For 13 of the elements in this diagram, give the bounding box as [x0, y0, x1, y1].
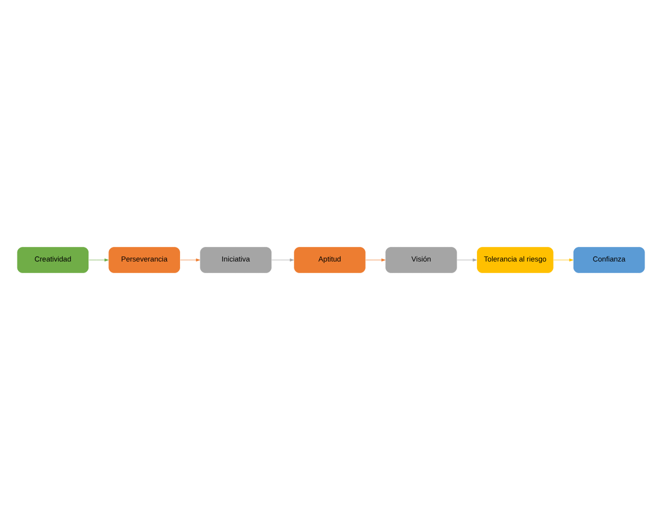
- arrow: [366, 258, 386, 261]
- arrow: [272, 258, 294, 261]
- node-box: Confianza: [572, 246, 646, 273]
- node-box: Visión: [385, 246, 458, 273]
- node-box: Perseverancia: [108, 246, 180, 273]
- arrow: [180, 258, 200, 261]
- arrow: [553, 258, 574, 261]
- node-box: Tolerancia al riesgo: [476, 246, 554, 273]
- node-box: Creatividad: [16, 246, 90, 273]
- arrow: [88, 258, 109, 261]
- arrow: [456, 258, 477, 261]
- node-box: Aptitud: [294, 246, 366, 273]
- node-box: Iniciativa: [200, 246, 272, 273]
